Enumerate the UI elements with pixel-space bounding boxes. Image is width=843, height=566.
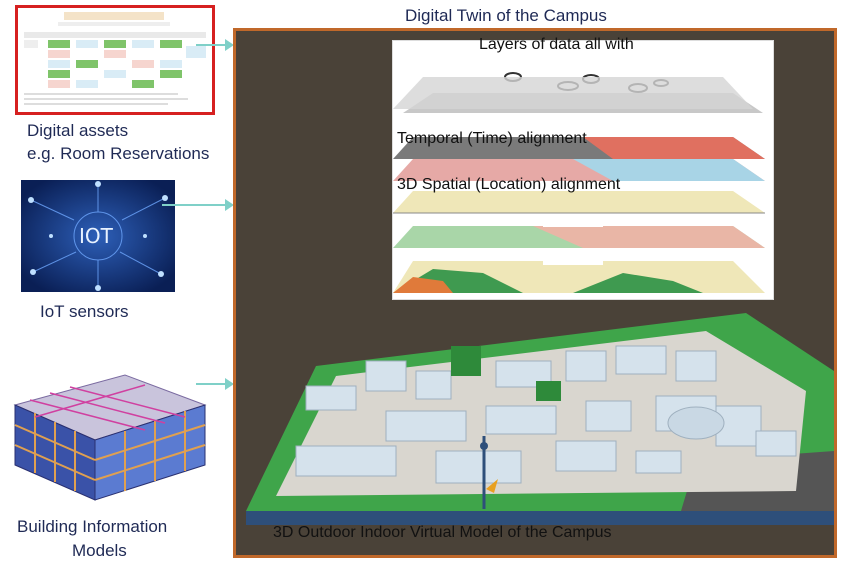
iot-network-graphic	[21, 180, 175, 292]
spatial-alignment-label: 3D Spatial (Location) alignment	[397, 176, 621, 193]
iot-network-thumbnail: IOT	[21, 180, 175, 292]
bim-arrow	[196, 378, 234, 390]
room-reservation-thumbnail	[15, 5, 215, 115]
bim-building-thumbnail	[5, 365, 210, 505]
data-layers-stack	[393, 53, 765, 293]
digital-assets-label: Digital assets	[27, 121, 129, 140]
page-title: Digital Twin of the Campus	[405, 6, 607, 25]
digital-twin-frame: Layers of data all with Temporal (Time) …	[233, 28, 837, 558]
temporal-alignment-label: Temporal (Time) alignment	[397, 130, 587, 147]
iot-arrow	[162, 199, 234, 211]
bim-label-line2: Models	[72, 541, 127, 560]
model-caption: 3D Outdoor Indoor Virtual Model of the C…	[273, 524, 612, 541]
iot-sensors-label: IoT sensors	[40, 302, 129, 321]
iot-image-text: IOT	[79, 224, 113, 248]
data-layers-panel: Layers of data all with Temporal (Time) …	[392, 36, 774, 300]
campus-3d-model	[246, 313, 834, 525]
assets-arrow	[196, 39, 234, 51]
schedule-table-graphic	[24, 12, 206, 105]
layers-heading: Layers of data all with	[479, 36, 634, 53]
bim-label-line1: Building Information	[17, 517, 168, 536]
digital-assets-example-label: e.g. Room Reservations	[27, 144, 210, 163]
bim-structure-graphic	[13, 374, 207, 501]
